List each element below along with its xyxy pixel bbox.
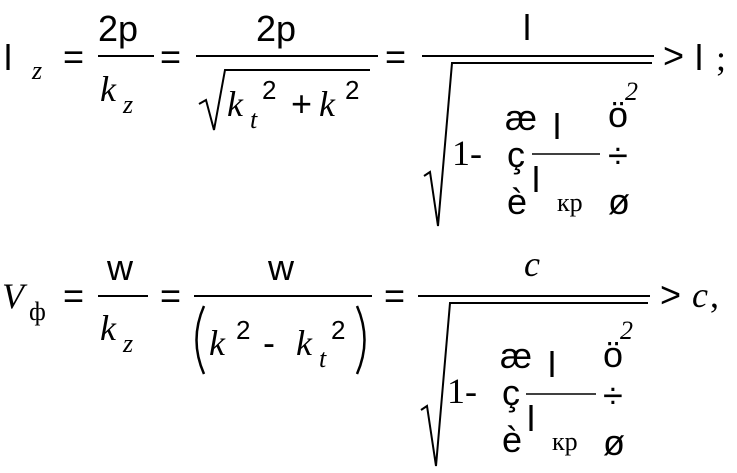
eq1-relation: >	[663, 35, 684, 76]
eq2-frac2-left-paren	[195, 305, 206, 375]
eq1-inner-numerator: l	[553, 106, 561, 147]
eq1-semicolon: ;	[716, 38, 726, 78]
eq1-rhs-lambda: l	[695, 37, 703, 78]
eq2-inner-den-sub: кр	[552, 427, 578, 456]
eq2-frac2-den-k2-sup: 2	[331, 315, 345, 345]
eq2-paren-ae: æ	[500, 335, 532, 376]
eq2-frac3-numerator: c	[524, 244, 540, 284]
eq2-frac2-den-minus: -	[263, 322, 275, 363]
eq2-paren-c: ç	[502, 372, 520, 413]
eq2-paren-sup: 2	[620, 316, 633, 345]
eq2-frac2-den-k1-sup: 2	[236, 315, 250, 345]
eq2-comma: ,	[710, 275, 719, 315]
equation-1: l z = 2p k z = 2p k t 2 + k 2 = l 1- æ ç…	[4, 7, 726, 227]
eq1-frac2-den-k1-sub-t: t	[250, 105, 258, 134]
eq1-frac3-numerator: l	[523, 7, 531, 48]
eq2-frac2-right-paren	[355, 305, 366, 375]
equation-2: V ф = w k z = w k 2 - k t 2 = c 1- æ ç è…	[2, 244, 719, 467]
eq1-inner-den-sub: кр	[557, 188, 583, 217]
eq1-lhs-lambda: l	[4, 37, 12, 78]
eq2-rad-one-minus: 1-	[447, 371, 477, 411]
eq2-paren-e: è	[502, 419, 522, 460]
eq1-frac2-den-k2: k	[319, 84, 336, 124]
eq2-equals-3: =	[384, 275, 405, 316]
eq1-paren-e: è	[507, 181, 527, 222]
eq2-frac2-den-k2-sub-t: t	[319, 344, 327, 373]
eq2-inner-den-lambda: l	[527, 398, 535, 439]
eq2-relation: >	[660, 274, 681, 315]
eq1-frac1-den-k: k	[100, 69, 117, 109]
eq1-equals-3: =	[385, 36, 406, 77]
eq2-paren-o-slash: ø	[603, 422, 625, 463]
eq1-paren-o: ö	[608, 94, 628, 135]
eq2-lhs-sub-phi: ф	[29, 297, 46, 326]
eq2-frac1-numerator: w	[106, 247, 134, 288]
eq1-frac2-numerator: 2p	[256, 8, 296, 49]
eq1-frac3-radical	[423, 62, 652, 227]
eq1-frac1-den-sub-z: z	[122, 90, 133, 119]
eq1-frac2-radical	[198, 69, 370, 131]
eq2-frac2-numerator: w	[267, 247, 295, 288]
eq2-equals-1: =	[63, 275, 84, 316]
eq1-frac2-den-k1: k	[227, 84, 244, 124]
eq1-paren-dots: ÷	[608, 135, 628, 176]
eq1-lhs-sub-z: z	[31, 56, 42, 85]
eq2-paren-o: ö	[603, 334, 623, 375]
eq2-frac2-den-k1: k	[209, 323, 226, 363]
eq1-frac2-den-k2-sup: 2	[345, 75, 359, 105]
eq1-paren-c: ç	[507, 134, 525, 175]
eq1-paren-sup: 2	[625, 77, 638, 106]
eq2-rhs-c: c	[692, 275, 708, 315]
eq2-frac3-radical	[420, 302, 648, 467]
eq1-rad-one-minus: 1-	[452, 133, 482, 173]
eq2-inner-numerator: l	[548, 344, 556, 385]
eq1-paren-o-slash: ø	[608, 181, 630, 222]
eq2-frac1-den-k: k	[100, 308, 117, 348]
eq1-inner-den-lambda: l	[532, 159, 540, 200]
eq1-equals-2: =	[160, 36, 181, 77]
eq2-equals-2: =	[160, 275, 181, 316]
eq2-paren-dots: ÷	[603, 375, 623, 416]
eq1-paren-ae: æ	[505, 97, 537, 138]
eq2-lhs-v: V	[2, 276, 28, 316]
eq1-frac2-den-plus: +	[291, 83, 312, 124]
eq1-frac2-den-k1-sup: 2	[262, 75, 276, 105]
eq1-equals-1: =	[63, 36, 84, 77]
eq1-frac1-numerator: 2p	[98, 8, 138, 49]
eq2-frac2-den-k2: k	[296, 323, 313, 363]
eq2-frac1-den-sub-z: z	[122, 329, 133, 358]
